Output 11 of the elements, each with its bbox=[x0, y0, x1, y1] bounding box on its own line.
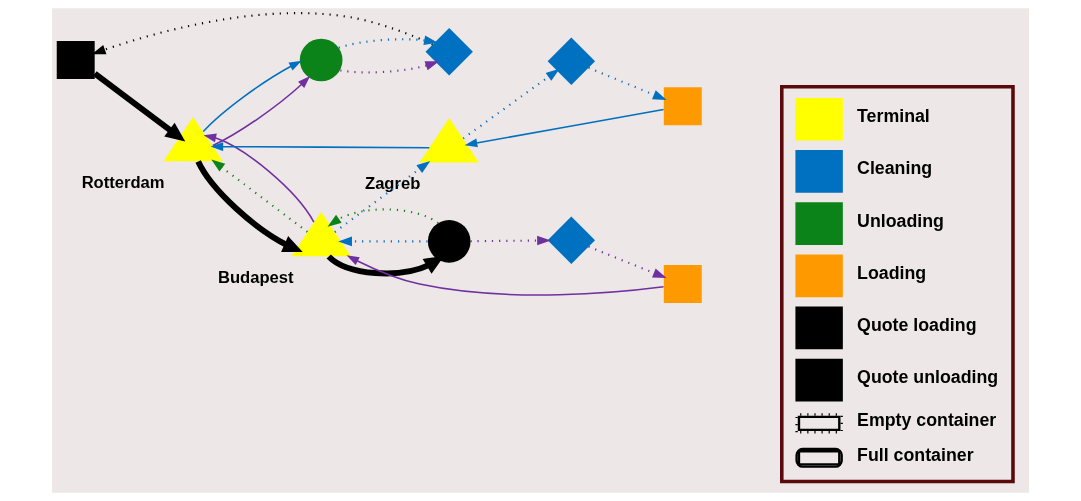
legend-label: Terminal bbox=[857, 106, 930, 127]
legend-label: Quote loading bbox=[857, 314, 977, 335]
legend-label: Cleaning bbox=[857, 158, 933, 179]
node-label: Zagreb bbox=[365, 174, 421, 194]
node-label: Budapest bbox=[218, 268, 294, 288]
legend-label: Quote unloading bbox=[857, 367, 999, 388]
legend-label: Unloading bbox=[857, 210, 944, 231]
legend-label: Loading bbox=[857, 262, 927, 283]
node-label: Rotterdam bbox=[81, 173, 165, 193]
legend-label: Empty container bbox=[857, 410, 997, 431]
legend-label: Full container bbox=[857, 444, 974, 465]
